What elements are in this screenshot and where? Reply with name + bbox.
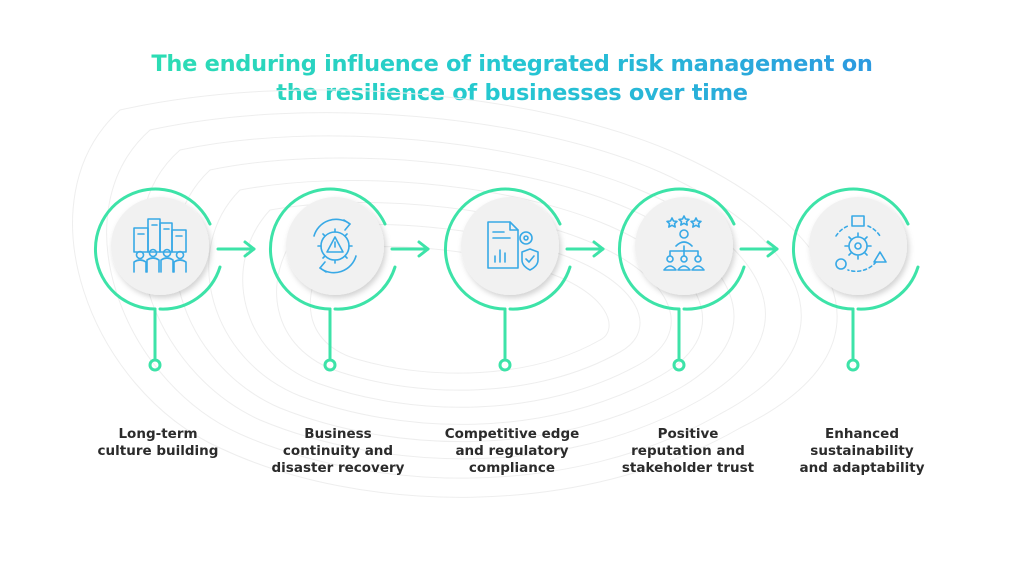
step-1-label-line-1: Long-term xyxy=(118,426,197,442)
document-chart-shield-icon xyxy=(487,221,539,271)
step-ring xyxy=(792,187,920,372)
warning-gear-cycle-icon xyxy=(313,218,357,274)
step-3-label-line-3: compliance xyxy=(469,460,555,476)
step-4-label-line-3: stakeholder trust xyxy=(622,460,755,476)
step-4-label-line-2: reputation and xyxy=(631,443,745,459)
step-2-label-line-2: continuity and xyxy=(283,443,393,459)
step-ring xyxy=(444,187,572,372)
step-ring xyxy=(94,187,222,372)
step-5-label-line-1: Enhanced xyxy=(825,426,899,442)
step-1 xyxy=(94,187,222,372)
page-title-line-2: the resilience of businesses over time xyxy=(0,79,1024,108)
team-buildings-icon xyxy=(133,218,187,273)
step-2-label-line-3: disaster recovery xyxy=(272,460,405,476)
connector-arrow-3 xyxy=(565,240,605,258)
star-hierarchy-icon xyxy=(663,215,705,271)
step-4 xyxy=(618,187,746,372)
step-circle xyxy=(461,197,559,295)
step-circle xyxy=(809,197,907,295)
step-1-label-line-2: culture building xyxy=(98,443,219,459)
step-3-label-line-2: and regulatory xyxy=(455,443,568,459)
connector-arrow-2 xyxy=(390,240,430,258)
step-ring xyxy=(269,187,397,372)
step-5-label-line-2: sustainability xyxy=(810,443,914,459)
step-3 xyxy=(444,187,572,372)
step-2-label-line-1: Business xyxy=(304,426,371,442)
step-4-label-line-1: Positive xyxy=(658,426,719,442)
gear-shapes-cycle-icon xyxy=(835,215,887,273)
step-ring xyxy=(618,187,746,372)
step-3-label-line-1: Competitive edge xyxy=(445,426,580,442)
page-title-line-1: The enduring influence of integrated ris… xyxy=(0,50,1024,79)
connector-arrow-4 xyxy=(739,240,779,258)
step-5 xyxy=(792,187,920,372)
connector-arrow-1 xyxy=(216,240,256,258)
step-2 xyxy=(269,187,397,372)
step-5-label-line-3: and adaptability xyxy=(800,460,925,476)
